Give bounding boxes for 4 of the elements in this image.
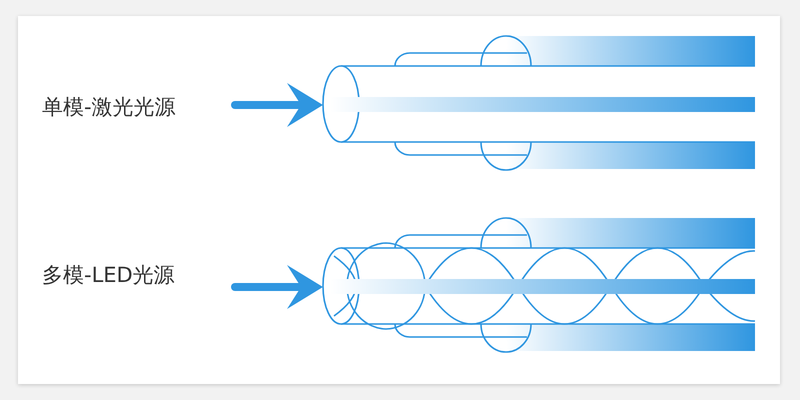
source-label: 多模-LED光源	[42, 262, 175, 289]
arrow	[231, 265, 323, 309]
source-label: 单模-激光光源	[42, 94, 176, 121]
arrow	[231, 83, 323, 127]
